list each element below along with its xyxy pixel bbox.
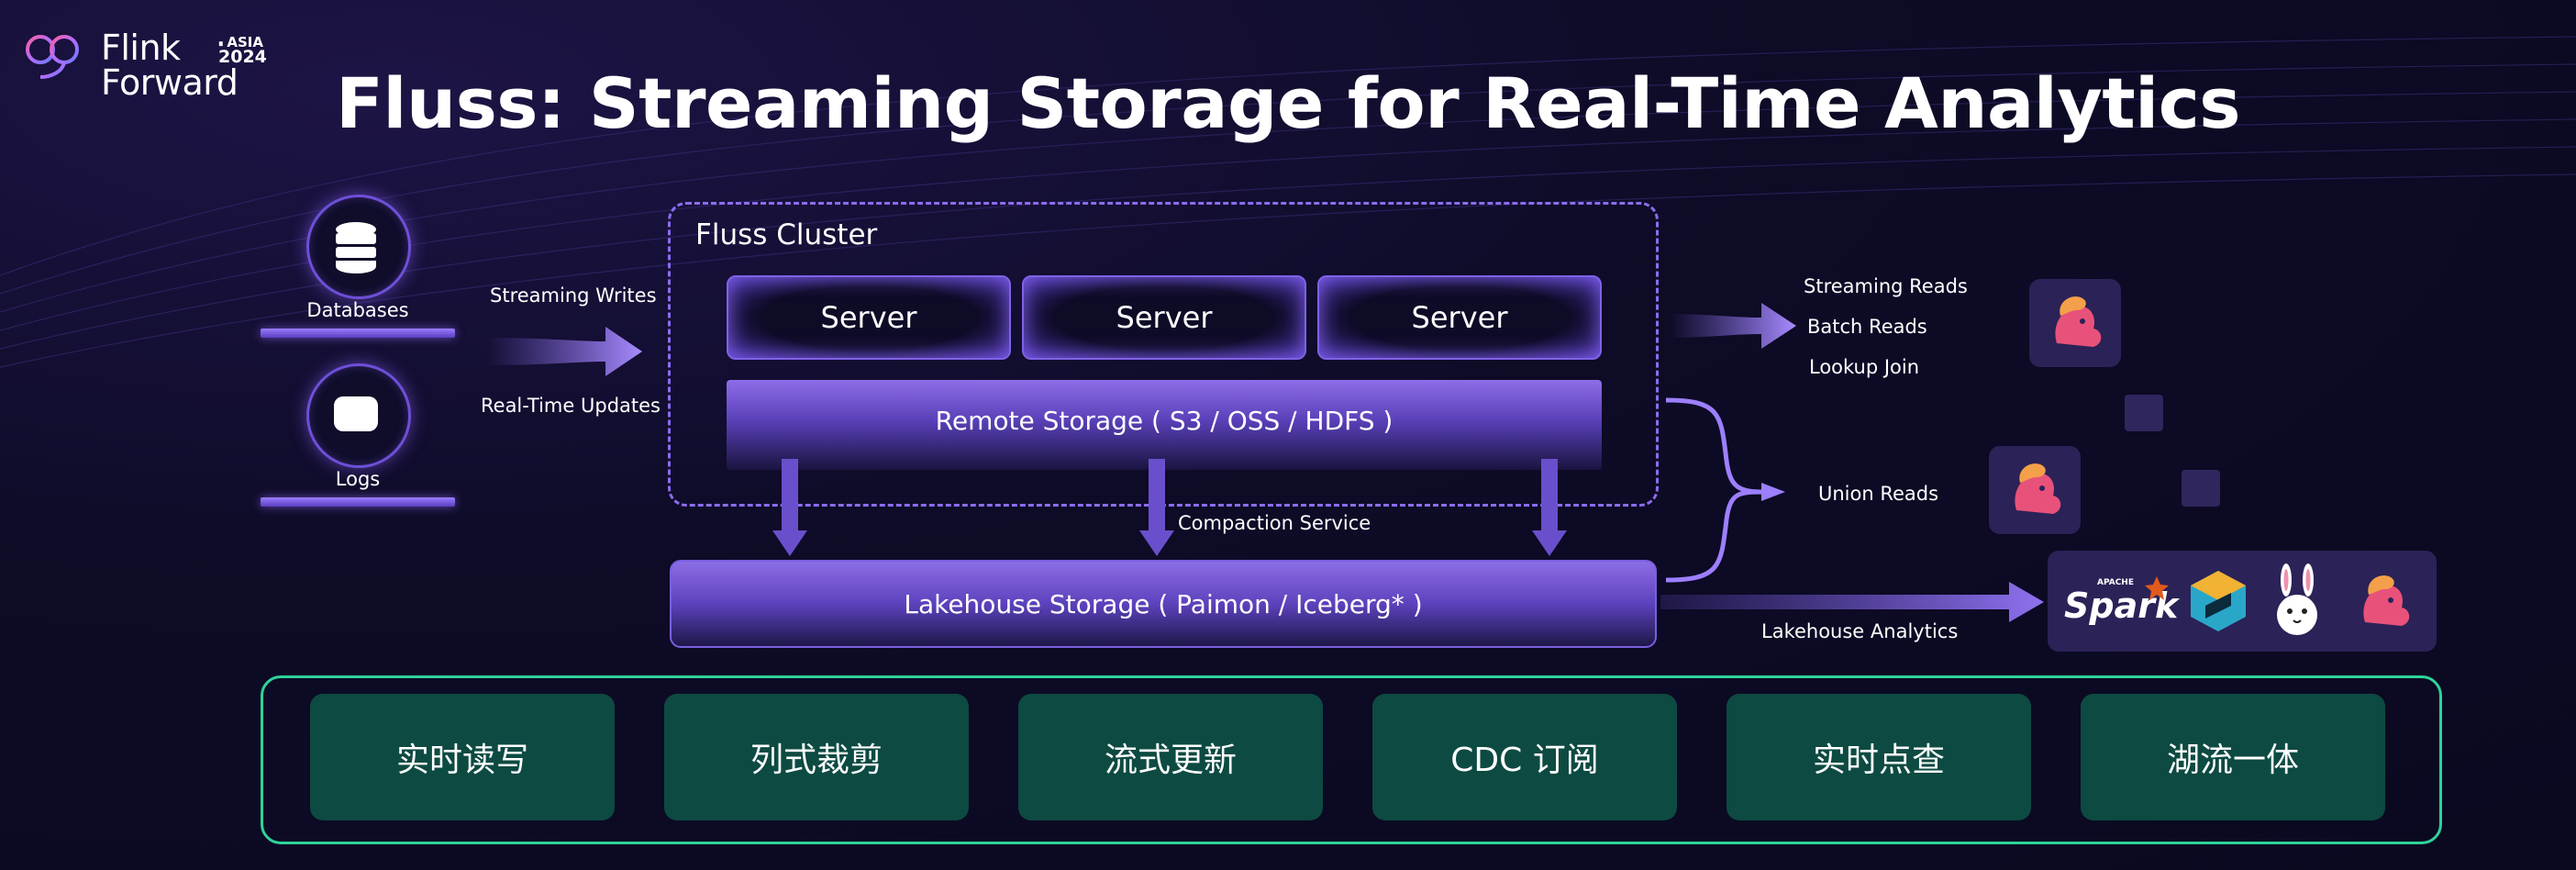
logs-label: Logs [335,468,381,490]
flink-forward-logo-icon [26,35,79,99]
logo-region: ⏸ ASIA [218,34,263,50]
flink-squirrel-icon [2015,463,2061,514]
lookup-join-label: Lookup Join [1809,356,1920,378]
remote-storage: Remote Storage ( S3 / OSS / HDFS ) [727,380,1602,470]
spark-star-icon [2145,576,2169,600]
databases-label: Databases [306,299,409,321]
cluster-title: Fluss Cluster [695,218,878,251]
streaming-reads-label: Streaming Reads [1804,275,1968,297]
log-icon [334,396,378,431]
logo-line2: Forward [101,62,239,103]
starrocks-icon [2191,571,2246,631]
databases-node [306,195,411,299]
feature-card: 实时点查 [1727,694,2031,820]
server-2: Server [1022,275,1306,360]
down-arrow-icon [1139,459,1174,556]
real-time-updates-label: Real-Time Updates [481,395,661,417]
feature-card: 实时读写 [310,694,615,820]
reads-arrow-icon [1670,303,1796,349]
server-1: Server [727,275,1011,360]
server-3: Server [1317,275,1602,360]
feature-card: 流式更新 [1018,694,1323,820]
ingest-arrow-icon [486,327,642,376]
feature-card: 湖流一体 [2081,694,2385,820]
features-panel [261,675,2442,844]
decor-square [2182,470,2220,507]
logo-line1: Flink [101,28,181,68]
union-brace-icon [1666,397,1785,583]
compaction-service-label: Compaction Service [1178,512,1371,534]
rabbit-icon [2277,563,2317,635]
decor-square [2125,395,2163,431]
database-icon [336,222,376,273]
feature-card: 列式裁剪 [664,694,969,820]
analytics-engines-box: APACHE Spark [2048,551,2437,652]
lakehouse-storage: Lakehouse Storage ( Paimon / Iceberg* ) [670,560,1657,648]
analytics-arrow-icon [1660,582,2044,622]
spark-logo: APACHE Spark [2064,569,2178,633]
lakehouse-analytics-label: Lakehouse Analytics [1761,620,1959,642]
flink-squirrel-icon [2363,575,2410,626]
batch-reads-label: Batch Reads [1807,316,1927,338]
union-reads-label: Union Reads [1818,483,1939,505]
databases-base [261,329,455,338]
flink-engine-box [1989,446,2081,534]
logs-base [261,497,455,507]
spark-apache-text: APACHE [2097,578,2134,587]
streaming-writes-label: Streaming Writes [490,284,657,307]
page-title: Fluss: Streaming Storage for Real-Time A… [336,62,2240,144]
flink-engine-box [2029,279,2121,367]
feature-card: CDC 订阅 [1372,694,1677,820]
down-arrow-icon [1532,459,1567,556]
down-arrow-icon [772,459,807,556]
flink-squirrel-icon [2055,296,2102,347]
logo-year: 2024 [218,47,267,67]
logs-node [306,363,411,468]
